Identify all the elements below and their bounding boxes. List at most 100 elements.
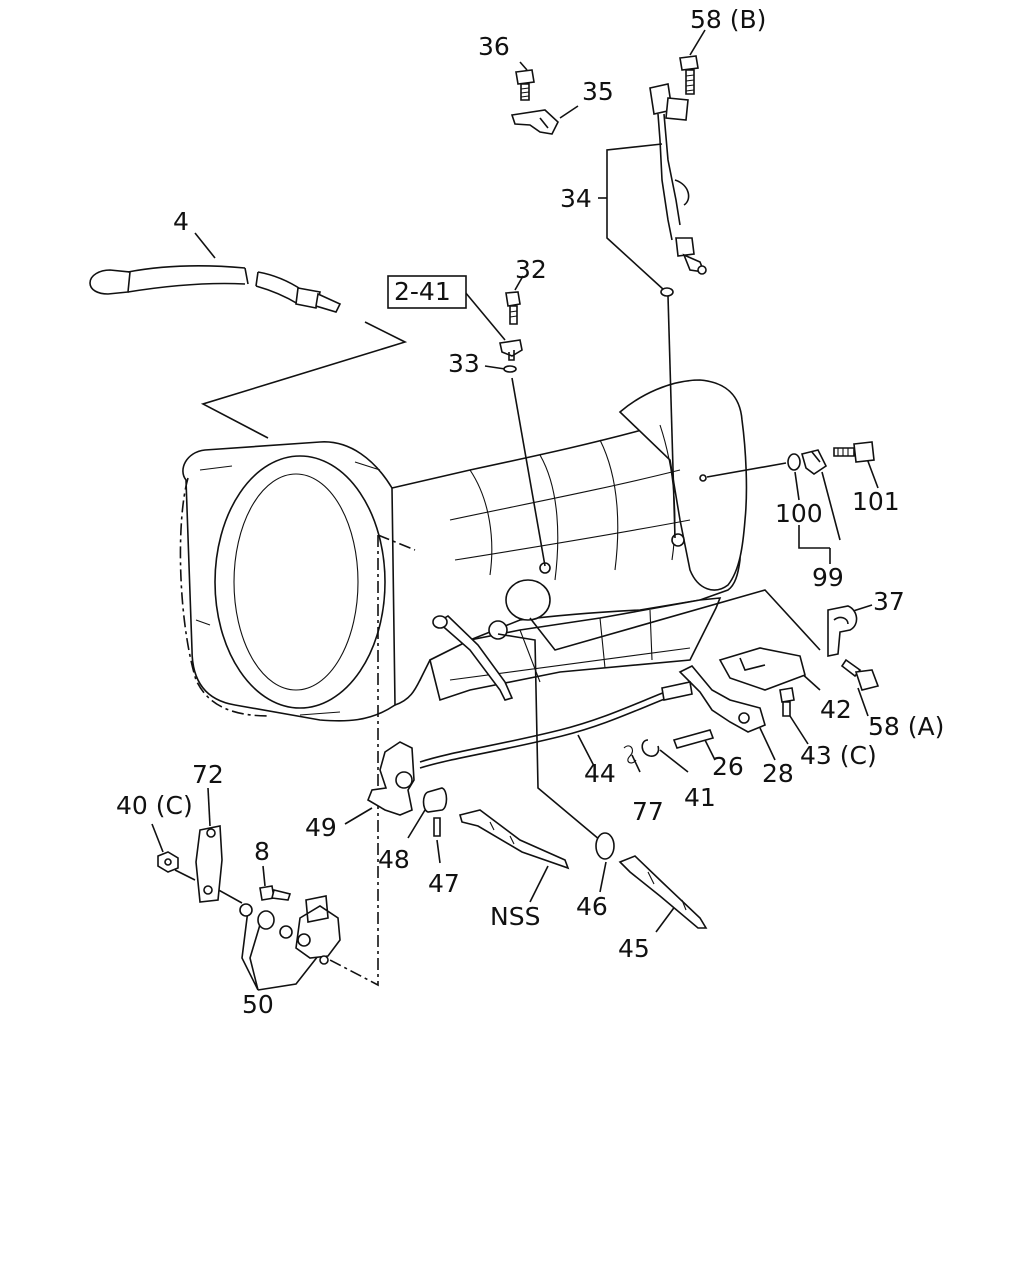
detent-lever-hub (395, 771, 413, 789)
shift-lever-assembly-line (529, 589, 821, 651)
leader-58b (689, 29, 706, 56)
breather-tube-end (432, 615, 448, 629)
leader-nss (529, 865, 549, 903)
callout-46: 46 (576, 892, 608, 921)
leader-26 (704, 739, 716, 761)
leader-77 (631, 754, 641, 773)
callout-48: 48 (378, 845, 410, 874)
callout-101: 101 (852, 487, 900, 516)
bracket-99 (798, 471, 841, 549)
bell-phantom-outline (179, 477, 271, 717)
leader-lines (151, 29, 879, 991)
callout-43c: 43 (C) (800, 741, 877, 770)
bracket-42 (718, 647, 806, 691)
bracket-72 (195, 825, 223, 903)
pin-47 (433, 817, 441, 837)
callout-32: 32 (515, 255, 547, 284)
callout-58a: 58 (A) (868, 712, 944, 741)
spring-77 (623, 745, 637, 764)
callout-72: 72 (192, 760, 224, 789)
o-ring-33 (503, 365, 517, 373)
callout-50: 50 (242, 990, 274, 1019)
callout-100: 100 (775, 499, 823, 528)
shaft-nss (459, 809, 570, 870)
callout-35: 35 (582, 77, 614, 106)
sensor-32-assembly-line (511, 377, 546, 567)
leader-28 (759, 727, 776, 761)
clip-37 (827, 605, 858, 657)
leader-46 (599, 861, 607, 893)
bolt-32 (505, 291, 521, 325)
cable-4-assembly-line (200, 321, 408, 439)
speed-sensor-99 (801, 449, 828, 475)
leader-43c (789, 715, 809, 745)
washer-50-c (279, 925, 293, 939)
leader-2-41 (464, 291, 506, 341)
callout-34: 34 (560, 184, 592, 213)
shift-rod-44 (419, 691, 668, 769)
oil-pan-ribs (449, 609, 691, 683)
bushing-48 (422, 787, 448, 813)
pin-26 (672, 729, 715, 749)
leader-36 (519, 61, 528, 71)
phantom-guide-line (377, 534, 416, 700)
callout-28: 28 (762, 759, 794, 788)
bolt-8 (259, 885, 292, 901)
bracket-34 (606, 143, 665, 291)
bolt-36 (515, 69, 535, 101)
leader-58a (857, 687, 869, 717)
case-ribs (469, 424, 676, 581)
bell-housing-flange-detail (195, 461, 381, 716)
leader-48 (407, 809, 426, 839)
leader-35 (559, 105, 579, 119)
callout-47: 47 (428, 869, 460, 898)
leader-100 (794, 471, 800, 501)
bolt-58a (840, 658, 880, 691)
sensor-port-rear (671, 533, 685, 547)
callout-77: 77 (632, 797, 664, 826)
callout-49: 49 (305, 813, 337, 842)
washer-50-a (239, 903, 253, 917)
sensor-101-assembly-line (706, 462, 787, 478)
callout-nss: NSS (490, 902, 540, 931)
shift-shaft-boss (505, 579, 551, 621)
leader-72 (207, 787, 211, 827)
callout-45: 45 (618, 934, 650, 963)
manual-shaft-assembly-line (497, 633, 601, 841)
oil-cooler-cable-4 (89, 265, 342, 313)
callout-8: 8 (254, 837, 270, 866)
bracket-35 (510, 109, 559, 135)
callout-40c: 40 (C) (116, 791, 193, 820)
callout-42: 42 (820, 695, 852, 724)
callout-labels: 58 (B) 36 35 34 4 32 2-41 33 101 100 99 … (116, 5, 944, 1019)
callout-99: 99 (812, 563, 844, 592)
manual-shaft-45 (618, 855, 708, 929)
breather-tube (436, 614, 514, 701)
clip-41 (641, 739, 660, 757)
bell-housing-inner-ring (233, 473, 359, 691)
speed-sensor-port (699, 474, 707, 482)
bolt-43c (779, 687, 795, 717)
o-ring-100 (787, 453, 801, 471)
bell-housing-opening (214, 455, 386, 709)
harness-34-assembly-line (667, 295, 676, 539)
washer-50-b (257, 910, 275, 930)
leader-8 (262, 865, 266, 887)
extension-housing-flange (618, 379, 748, 591)
leader-32 (514, 275, 524, 291)
neutral-start-switch (295, 895, 341, 959)
callout-41: 41 (684, 783, 716, 812)
callout-37: 37 (873, 587, 905, 616)
reference-box-2-41 (387, 275, 467, 309)
bolt-101 (833, 441, 875, 463)
case-contour-lines (449, 469, 691, 561)
leader-47 (436, 839, 441, 864)
callout-36: 36 (478, 32, 510, 61)
callout-58b: 58 (B) (690, 5, 766, 34)
seal-46 (595, 832, 615, 860)
leader-40c (151, 823, 164, 853)
wiring-harness-34 (649, 83, 707, 297)
transmission-housing (179, 379, 748, 722)
leader-4 (194, 232, 216, 259)
